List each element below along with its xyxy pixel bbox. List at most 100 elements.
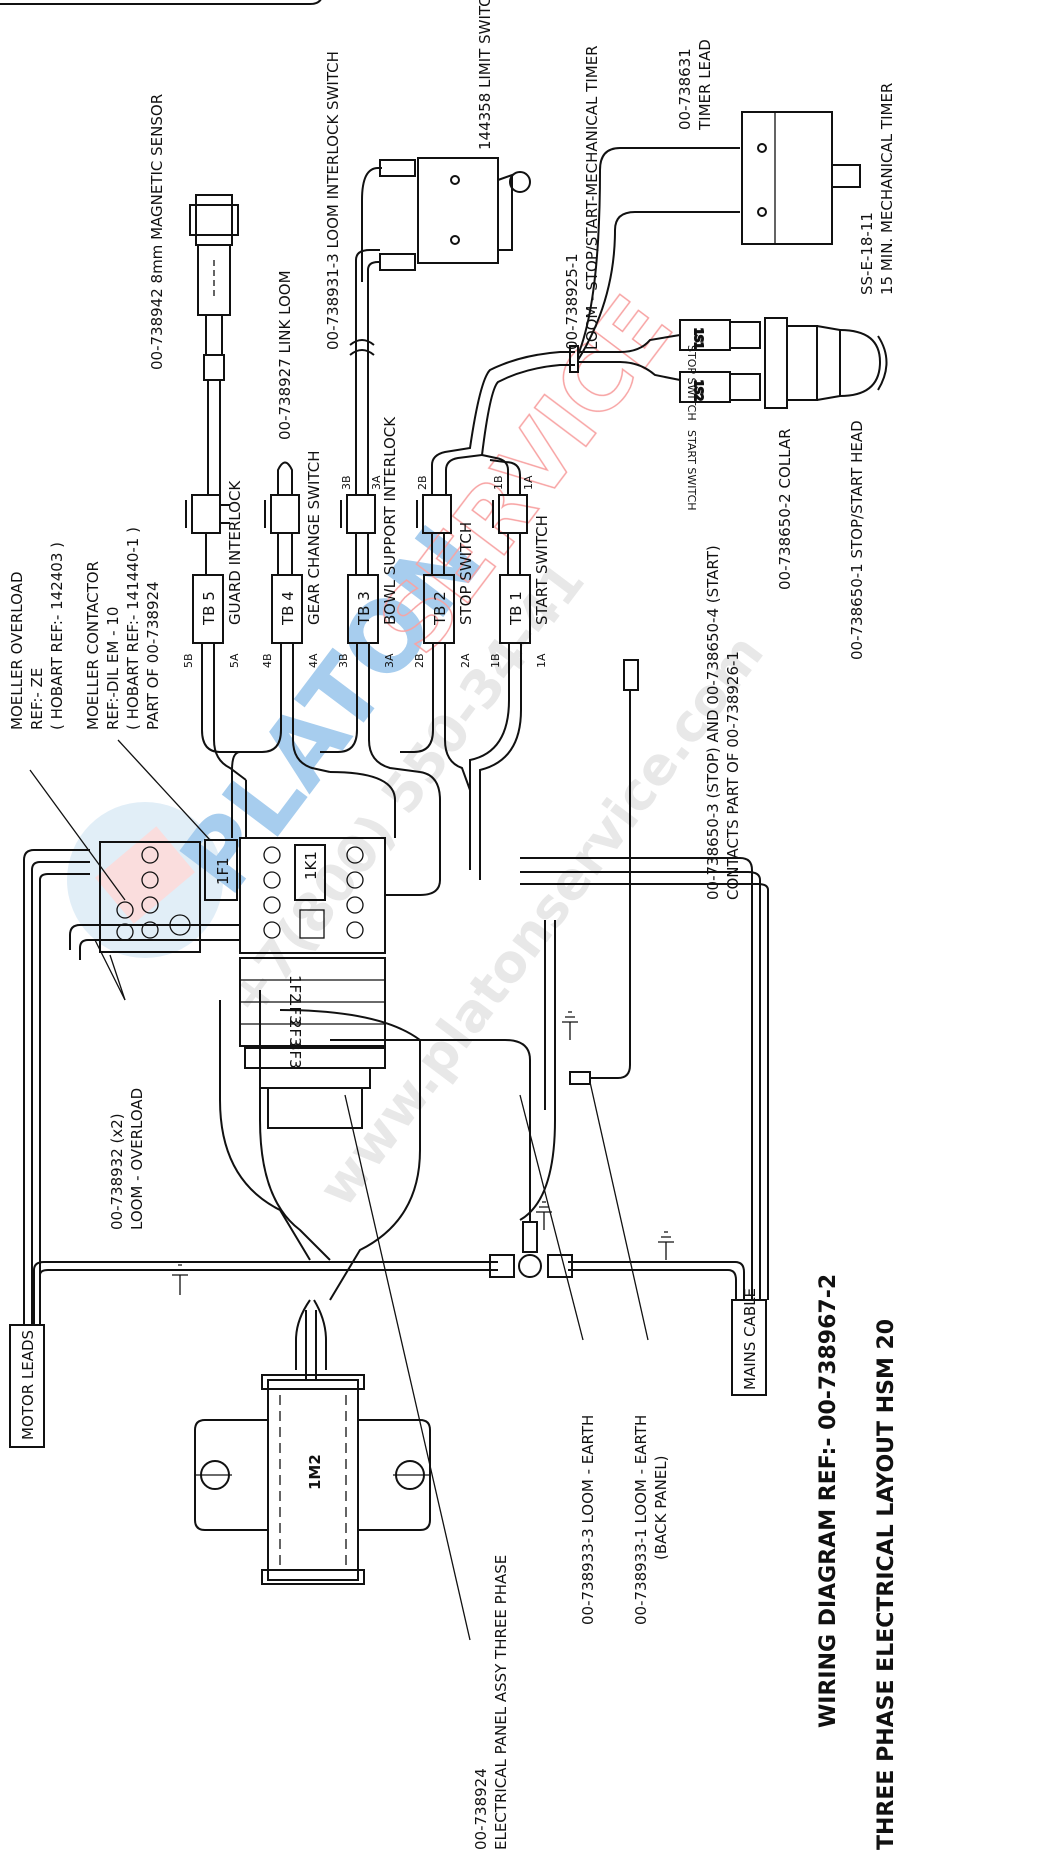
svg-text:1A: 1A (522, 475, 535, 490)
svg-text:3A: 3A (383, 653, 396, 668)
svg-text:LOOM - OVERLOAD: LOOM - OVERLOAD (128, 1088, 146, 1230)
svg-text:GEAR CHANGE SWITCH: GEAR CHANGE SWITCH (305, 451, 323, 625)
motor-1m2: 1M2 (194, 1374, 431, 1585)
overload-label: MOELLER OVERLOAD REF:- ZE ( HOBART REF:-… (8, 542, 66, 730)
svg-text:1S1: 1S1 (692, 328, 705, 349)
svg-text:00-738933-1 LOOM - EARTH: 00-738933-1 LOOM - EARTH (632, 1415, 650, 1625)
terminal-tb5: TB 5 5B 5A GUARD INTERLOCK (182, 480, 244, 668)
svg-text:BOWL SUPPORT INTERLOCK: BOWL SUPPORT INTERLOCK (381, 416, 399, 625)
svg-text:REF:-DIL EM - 10: REF:-DIL EM - 10 (104, 607, 122, 730)
svg-text:START SWITCH: START SWITCH (533, 515, 551, 625)
start-switch-1s2: 1S2 (679, 371, 761, 403)
magnetic-sensor (189, 194, 239, 495)
svg-text:( HOBART REF:- 141440-1 ): ( HOBART REF:- 141440-1 ) (124, 527, 142, 730)
collar-label: 00-738650-2 COLLAR (776, 428, 794, 590)
svg-text:1B: 1B (492, 475, 505, 490)
earth-symbols (172, 1011, 674, 1295)
svg-text:LOOM - STOP/START-MECHANICAL: LOOM - STOP/START-MECHANICAL TIMER (583, 45, 601, 350)
motor-leads-box: MOTOR LEADS (9, 1324, 45, 1448)
interlock-loom-label: 00-738931-3 LOOM INTERLOCK SWITCH (324, 51, 342, 350)
svg-text:3B: 3B (337, 653, 350, 668)
svg-text:(BACK PANEL): (BACK PANEL) (652, 1456, 670, 1560)
interlock-loom (349, 159, 416, 495)
svg-text:TB 5: TB 5 (200, 591, 218, 626)
earth-icon (536, 1201, 552, 1230)
terminal-tb4: TB 4 4B 4A GEAR CHANGE SWITCH (261, 451, 323, 668)
svg-text:REF:- ZE: REF:- ZE (28, 668, 46, 730)
svg-text:STOP SWITCH: STOP SWITCH (457, 522, 475, 625)
svg-text:MAINS CABLE: MAINS CABLE (741, 1288, 759, 1390)
leader-lines (29, 739, 649, 1641)
stop-switch-1s1: 1S1 (679, 319, 761, 351)
contacts-label: 00-738650-3 (STOP) AND 00-738650-4 (STAR… (704, 545, 742, 900)
mains-cable-box: MAINS CABLE (731, 1288, 767, 1396)
terminal-tb3: TB 3 3B 3A BOWL SUPPORT INTERLOCK (337, 416, 399, 668)
mechanical-timer (741, 111, 861, 245)
stop-start-head (764, 317, 888, 409)
svg-text:1A: 1A (535, 653, 548, 668)
overload-label-1f1: 1F1 (214, 857, 232, 885)
svg-text:SS-E-18-11: SS-E-18-11 (858, 212, 876, 295)
contactor-label: MOELLER CONTACTOR REF:-DIL EM - 10 ( HOB… (84, 527, 162, 730)
svg-text:5A: 5A (228, 653, 241, 668)
svg-text:2A: 2A (459, 653, 472, 668)
svg-text:MOELLER CONTACTOR: MOELLER CONTACTOR (84, 561, 102, 730)
earth-back-label: 00-738933-1 LOOM - EARTH (BACK PANEL) (632, 1415, 670, 1625)
overload-1f1 (99, 841, 201, 953)
svg-text:00-738924: 00-738924 (472, 1768, 490, 1850)
svg-text:TB 1: TB 1 (507, 591, 525, 626)
tb-wiring (201, 643, 522, 896)
panel-assy-label: 00-738924 ELECTRICAL PANEL ASSY THREE PH… (472, 1555, 510, 1850)
svg-text:GUARD INTERLOCK: GUARD INTERLOCK (226, 480, 244, 625)
title-block: WIRING DIAGRAM REF:- 00-738967-2 THREE P… (816, 1274, 899, 1850)
svg-text:4A: 4A (307, 653, 320, 668)
limit-switch-label: 144358 LIMIT SWITCH (476, 0, 494, 150)
svg-text:00-738925-1: 00-738925-1 (563, 253, 581, 350)
svg-text:1B: 1B (489, 653, 502, 668)
overload-loom-label: 00-738932 (x2) LOOM - OVERLOAD (108, 1088, 146, 1230)
contactor-label-1k1: 1K1 (302, 851, 320, 880)
fuse-1f3: 1F3 (286, 997, 304, 1025)
timer-loom-label: 00-738925-1 LOOM - STOP/START-MECHANICAL… (563, 45, 601, 350)
link-loom-label: 00-738927 LINK LOOM (276, 270, 294, 440)
fuse-3f3: 3F3 (286, 1041, 304, 1069)
timer-loom (431, 147, 740, 495)
svg-text:2B: 2B (413, 653, 426, 668)
svg-text:15 MIN. MECHANICAL TIMER: 15 MIN. MECHANICAL TIMER (878, 83, 896, 295)
svg-text:MOTOR LEADS: MOTOR LEADS (19, 1330, 37, 1440)
svg-text:00-738932 (x2): 00-738932 (x2) (108, 1113, 126, 1230)
svg-text:4B: 4B (261, 653, 274, 668)
fuse-2f3: 2F3 (286, 1019, 304, 1047)
stop-start-head-label: 00-738650-1 STOP/START HEAD (848, 420, 866, 660)
terminal-tb1: TB 1 1B 1A START SWITCH (489, 515, 551, 668)
svg-text:ELECTRICAL PANEL ASSY THREE: ELECTRICAL PANEL ASSY THREE PHASE (492, 1555, 510, 1850)
mech-timer-label: SS-E-18-11 15 MIN. MECHANICAL TIMER (858, 83, 896, 295)
fuse-1f2: 1F2 (286, 975, 304, 1003)
main-wiring (23, 659, 769, 1325)
svg-text:TIMER LEAD: TIMER LEAD (696, 39, 714, 131)
svg-text:MOELLER OVERLOAD: MOELLER OVERLOAD (8, 572, 26, 731)
watermark-flag-icon (95, 826, 195, 924)
svg-text:3A: 3A (370, 475, 383, 490)
svg-text:PART OF 00-738924: PART OF 00-738924 (144, 581, 162, 730)
terminal-rail (244, 1047, 386, 1069)
earth-icon (658, 1231, 674, 1260)
svg-text:3B: 3B (340, 475, 353, 490)
start-switch-label: START SWITCH (685, 430, 698, 511)
title-line-2: THREE PHASE ELECTRICAL LAYOUT HSM 20 (874, 1319, 899, 1850)
limit-switch (417, 157, 531, 264)
svg-text:00-738631: 00-738631 (676, 48, 694, 130)
watermark: PLATON SERVICE +7(800) 550-34-41 www.pla… (67, 277, 776, 1218)
svg-text:00-738650-3 (STOP) AND 00-73: 00-738650-3 (STOP) AND 00-738650-4 (STAR… (704, 545, 722, 900)
link-loom (277, 461, 293, 495)
electrical-panel: 1F1 1K1 1F2 1F3 2F3 3F3 (99, 837, 386, 1129)
sheet-border (0, 0, 322, 5)
terminal-tb2: TB 2 2B 2A STOP SWITCH (413, 522, 475, 668)
magnetic-sensor-label: 00-738942 8mm MAGNETIC SENSOR (148, 94, 166, 370)
earth-icon (172, 1264, 188, 1295)
connector-wire-labels: 3B 3A 2B 1B 1A (340, 475, 535, 490)
title-line-1: WIRING DIAGRAM REF:- 00-738967-2 (816, 1274, 841, 1728)
earth-icon (562, 1011, 578, 1040)
timer-lead-label: 00-738631 TIMER LEAD (676, 39, 714, 131)
